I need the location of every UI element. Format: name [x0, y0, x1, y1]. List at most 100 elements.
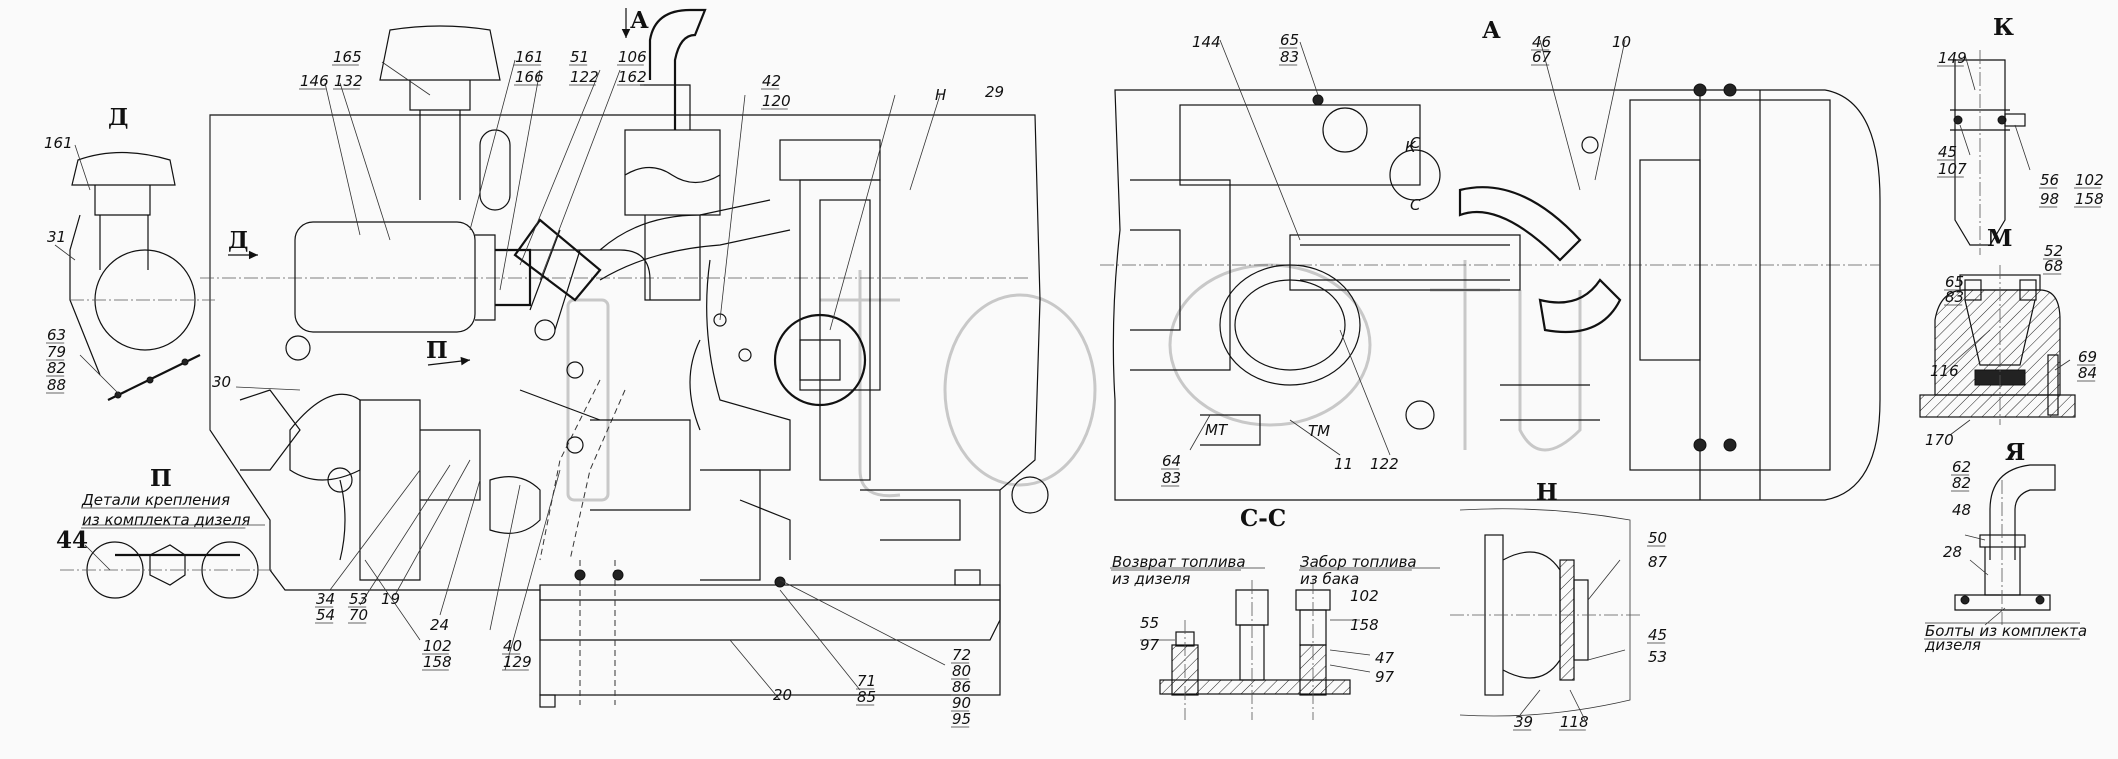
main-position-72: 72: [952, 646, 971, 664]
note-cc-return-2: из дизеля: [1112, 570, 1190, 588]
view_m-position-68: 68: [2044, 257, 2063, 275]
main-position-95: 95: [952, 710, 971, 728]
main-position-146: 146: [300, 72, 329, 90]
view-a-top: [1100, 39, 1881, 501]
main-position-30: 30: [212, 373, 231, 391]
main-position-20: 20: [773, 686, 792, 704]
watermark: [566, 260, 1582, 502]
section-mark-c-1: С: [1410, 134, 1421, 152]
main-position-122: 122: [570, 68, 599, 86]
note-ya-bolts-2: дизеля: [1924, 636, 1981, 654]
main-position-51: 51: [570, 48, 589, 66]
main-position-165: 165: [333, 48, 362, 66]
main-position-102: 102: [423, 637, 452, 655]
main-position-19: 19: [381, 590, 400, 608]
main-position-80: 80: [952, 662, 971, 680]
view_ya-position-82: 82: [1952, 474, 1971, 492]
view-m: [1919, 265, 2076, 436]
view_a-position-11: 11: [1334, 455, 1353, 473]
view_a-position-67: 67: [1532, 48, 1552, 66]
view-cc-title: С-С: [1240, 505, 1286, 532]
note-cc-intake-2: из бака: [1300, 570, 1359, 588]
view_cc-position-97: 97: [1375, 668, 1395, 686]
view_m-position-83: 83: [1945, 288, 1964, 306]
view_a-position-122: 122: [1370, 455, 1399, 473]
view_k-position-149: 149: [1938, 49, 1967, 67]
note-ya-bolts-1: Болты из комплекта: [1925, 622, 2087, 640]
main-position-42: 42: [762, 72, 781, 90]
view_a-position-83: 83: [1162, 469, 1181, 487]
view_d-position-88: 88: [47, 376, 66, 394]
view-k: [1950, 50, 2031, 255]
note-cc-intake-1: Забор топлива: [1300, 553, 1417, 571]
view-ya-title: Я: [2005, 439, 2025, 466]
main-position-106: 106: [618, 48, 647, 66]
view_ya-position-28: 28: [1943, 543, 1962, 561]
view-ya: [1925, 464, 2080, 626]
view_m-position-84: 84: [2078, 364, 2097, 382]
view-p-title: П: [150, 465, 172, 492]
view_cc-position-47: 47: [1375, 649, 1395, 667]
view-a-arrow-head: [621, 28, 631, 38]
view_k-position-102: 102: [2075, 171, 2104, 189]
view-d-arrow-label: Д: [228, 227, 248, 254]
view_p-position-44: 44: [56, 527, 88, 554]
view_k-position-98: 98: [2040, 190, 2059, 208]
view_n-position-50: 50: [1648, 529, 1667, 547]
main-position-85: 85: [857, 688, 876, 706]
view_m-position-170: 170: [1925, 431, 1954, 449]
view_m-position-69: 69: [2078, 348, 2097, 366]
view_a-position-144: 144: [1192, 33, 1221, 51]
view-d-arrow-head: [248, 250, 258, 260]
view_a-position-64: 64: [1162, 452, 1181, 470]
view-n-title: Н: [1536, 479, 1558, 506]
view_ya-position-62: 62: [1952, 458, 1971, 476]
view_n-position-39: 39: [1514, 713, 1533, 731]
main-position-70: 70: [349, 606, 368, 624]
view_cc-position-97: 97: [1140, 636, 1160, 654]
view_n-position-45: 45: [1648, 626, 1667, 644]
view-k-arrow-label: К: [1405, 138, 1417, 156]
view-p-arrow-head: [460, 356, 470, 366]
view_k-position-56: 56: [2040, 171, 2059, 189]
view_n-position-53: 53: [1648, 648, 1667, 666]
view_n-position-87: 87: [1648, 553, 1668, 571]
main-position-29: 29: [985, 83, 1004, 101]
main-position-71: 71: [857, 672, 876, 690]
main-position-40: 40: [503, 637, 522, 655]
main-side-view: [200, 8, 1049, 708]
main-position-166: 166: [515, 68, 544, 86]
view_a-position-10: 10: [1612, 33, 1631, 51]
view_k-position-107: 107: [1938, 160, 1967, 178]
view-a-title: А: [1482, 17, 1501, 44]
view_ya-position-48: 48: [1952, 501, 1971, 519]
main-position-34: 34: [316, 590, 335, 608]
main-position-120: 120: [762, 92, 791, 110]
section-mark-n: Н: [935, 86, 946, 104]
view_m-position-116: 116: [1930, 362, 1959, 380]
main-position-53: 53: [349, 590, 368, 608]
view-p-arrow-label: П: [426, 337, 448, 364]
view_a-position-65: 65: [1280, 31, 1299, 49]
view-d-title: Д: [108, 104, 128, 131]
main-position-86: 86: [952, 678, 971, 696]
view_d-position-82: 82: [47, 359, 66, 377]
view-k-title: К: [1993, 14, 2014, 41]
view_cc-position-55: 55: [1140, 614, 1159, 632]
main-position-90: 90: [952, 694, 971, 712]
view_a-position-46: 46: [1532, 33, 1551, 51]
view_m-position-52: 52: [2044, 242, 2063, 260]
note-cc-return-1: Возврат топлива: [1112, 553, 1246, 571]
main-position-129: 129: [503, 653, 532, 671]
main-view-title: А: [630, 7, 649, 34]
view_d-position-63: 63: [47, 326, 66, 344]
view_k-position-158: 158: [2075, 190, 2104, 208]
main-position-162: 162: [618, 68, 647, 86]
section-mark-c-2: С: [1410, 196, 1421, 214]
view_m-position-65: 65: [1945, 273, 1964, 291]
view-cc: [1110, 567, 1440, 720]
view_k-position-45: 45: [1938, 143, 1957, 161]
